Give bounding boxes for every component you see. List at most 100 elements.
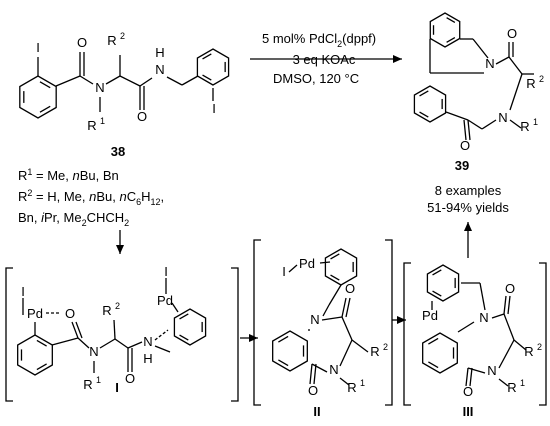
- atom-label: R: [347, 380, 356, 395]
- arrowhead: [116, 245, 124, 254]
- text-part: Pr, Me: [44, 210, 82, 225]
- palladium-label: Pd: [27, 306, 43, 321]
- aromatic-double-bond: [278, 335, 289, 343]
- atom-label: R: [507, 380, 516, 395]
- aromatic-double-bond: [330, 253, 340, 260]
- text-part: 5 mol% PdCl: [262, 31, 337, 46]
- text-part: CHCH: [87, 210, 125, 225]
- text-part: C: [127, 189, 136, 204]
- atom-label: N: [89, 344, 98, 359]
- examples-text: 8 examples: [435, 183, 502, 198]
- text-part: Bu,: [96, 189, 119, 204]
- atom-label: O: [137, 109, 147, 124]
- catalyst-text: 5 mol% PdCl2(dppf): [262, 31, 376, 49]
- atom-label: O: [463, 384, 473, 399]
- aromatic-double-bond: [432, 290, 442, 297]
- atom-label: R: [107, 33, 116, 48]
- aromatic-double-bond: [179, 334, 189, 341]
- aromatic-double-bond: [446, 17, 456, 24]
- bond: [339, 377, 350, 386]
- aromatic-double-bond: [428, 337, 439, 345]
- bond: [467, 367, 486, 374]
- bond: [75, 321, 83, 339]
- atom-label: I: [21, 284, 25, 299]
- superscript: 1: [520, 378, 525, 388]
- benzene-ring-II-bottom: [272, 330, 308, 372]
- atom-label: N: [329, 362, 338, 377]
- text-part: 2: [82, 218, 87, 228]
- bond: [509, 73, 523, 111]
- bond: [445, 111, 469, 121]
- superscript: 2: [537, 342, 542, 352]
- palladium-label: Pd: [157, 293, 173, 308]
- atom-label: I: [164, 264, 168, 279]
- aromatic-double-bond: [278, 359, 289, 367]
- bond: [465, 367, 469, 387]
- bond: [79, 75, 94, 85]
- bond: [77, 337, 90, 349]
- atom-label: I: [212, 101, 216, 116]
- bracket-left: [5, 267, 13, 402]
- bracket-right: [385, 239, 393, 406]
- atom-label: I: [282, 264, 286, 279]
- atom-label: N: [155, 62, 164, 77]
- atom-label: R: [520, 119, 529, 134]
- arrowhead: [464, 222, 472, 231]
- aromatic-double-bond: [419, 111, 429, 118]
- compound-label-39: 39: [455, 158, 469, 173]
- aromatic-double-bond: [202, 53, 212, 60]
- atom-label: O: [345, 281, 355, 296]
- bond: [457, 321, 475, 333]
- text-part: n: [89, 189, 96, 204]
- bond: [508, 56, 523, 75]
- palladium-label: Pd: [299, 256, 315, 271]
- text-part: i: [41, 210, 45, 225]
- text-part: = Me,: [32, 168, 72, 183]
- text-part: H: [141, 189, 150, 204]
- text-part: ,: [161, 189, 165, 204]
- text-part: 6: [136, 197, 141, 207]
- atom-label: N: [485, 56, 494, 71]
- atom-label: O: [77, 35, 87, 50]
- bond: [105, 75, 121, 85]
- bond: [171, 302, 179, 313]
- benzene-ring-III-top: [426, 264, 460, 302]
- bond: [467, 119, 483, 130]
- atom-label: R: [87, 118, 96, 133]
- yields-text: 51-94% yields: [427, 200, 509, 215]
- benzene-ring-38-right: [196, 48, 230, 86]
- bond: [491, 313, 505, 319]
- aromatic-double-bond: [36, 363, 47, 371]
- bond: [309, 363, 313, 385]
- superscript: 2: [115, 301, 120, 311]
- bond: [119, 75, 141, 87]
- superscript: 1: [360, 378, 365, 388]
- text-part: Bn,: [18, 210, 41, 225]
- substituents-r1: R1 = Me, nBu, Bn: [18, 167, 119, 183]
- bracket-right: [539, 262, 547, 406]
- bond: [479, 282, 486, 311]
- bond: [288, 264, 298, 273]
- compound-label-38: 38: [111, 144, 125, 159]
- aromatic-double-bond: [330, 274, 340, 281]
- bond: [127, 341, 143, 349]
- atom-label: R: [370, 344, 379, 359]
- benzene-ring-I-left: [17, 334, 53, 376]
- bond: [503, 295, 507, 315]
- superscript: 1: [100, 116, 105, 126]
- atom-label: R: [102, 303, 111, 318]
- text-part: DMSO, 120 °C: [273, 71, 359, 86]
- atom-label: I: [36, 40, 40, 55]
- text-part: 12: [151, 197, 161, 207]
- text-part: = H, Me,: [32, 189, 89, 204]
- atom-label: N: [143, 334, 152, 349]
- arrowhead: [393, 55, 402, 63]
- atom-label: R: [524, 344, 533, 359]
- bracket-right: [231, 267, 239, 402]
- palladium-label: Pd: [422, 308, 438, 323]
- atom-label: N: [487, 363, 496, 378]
- bond: [341, 316, 353, 341]
- bond: [99, 338, 116, 349]
- superscript: 1: [96, 375, 101, 385]
- atom-label: O: [125, 371, 135, 386]
